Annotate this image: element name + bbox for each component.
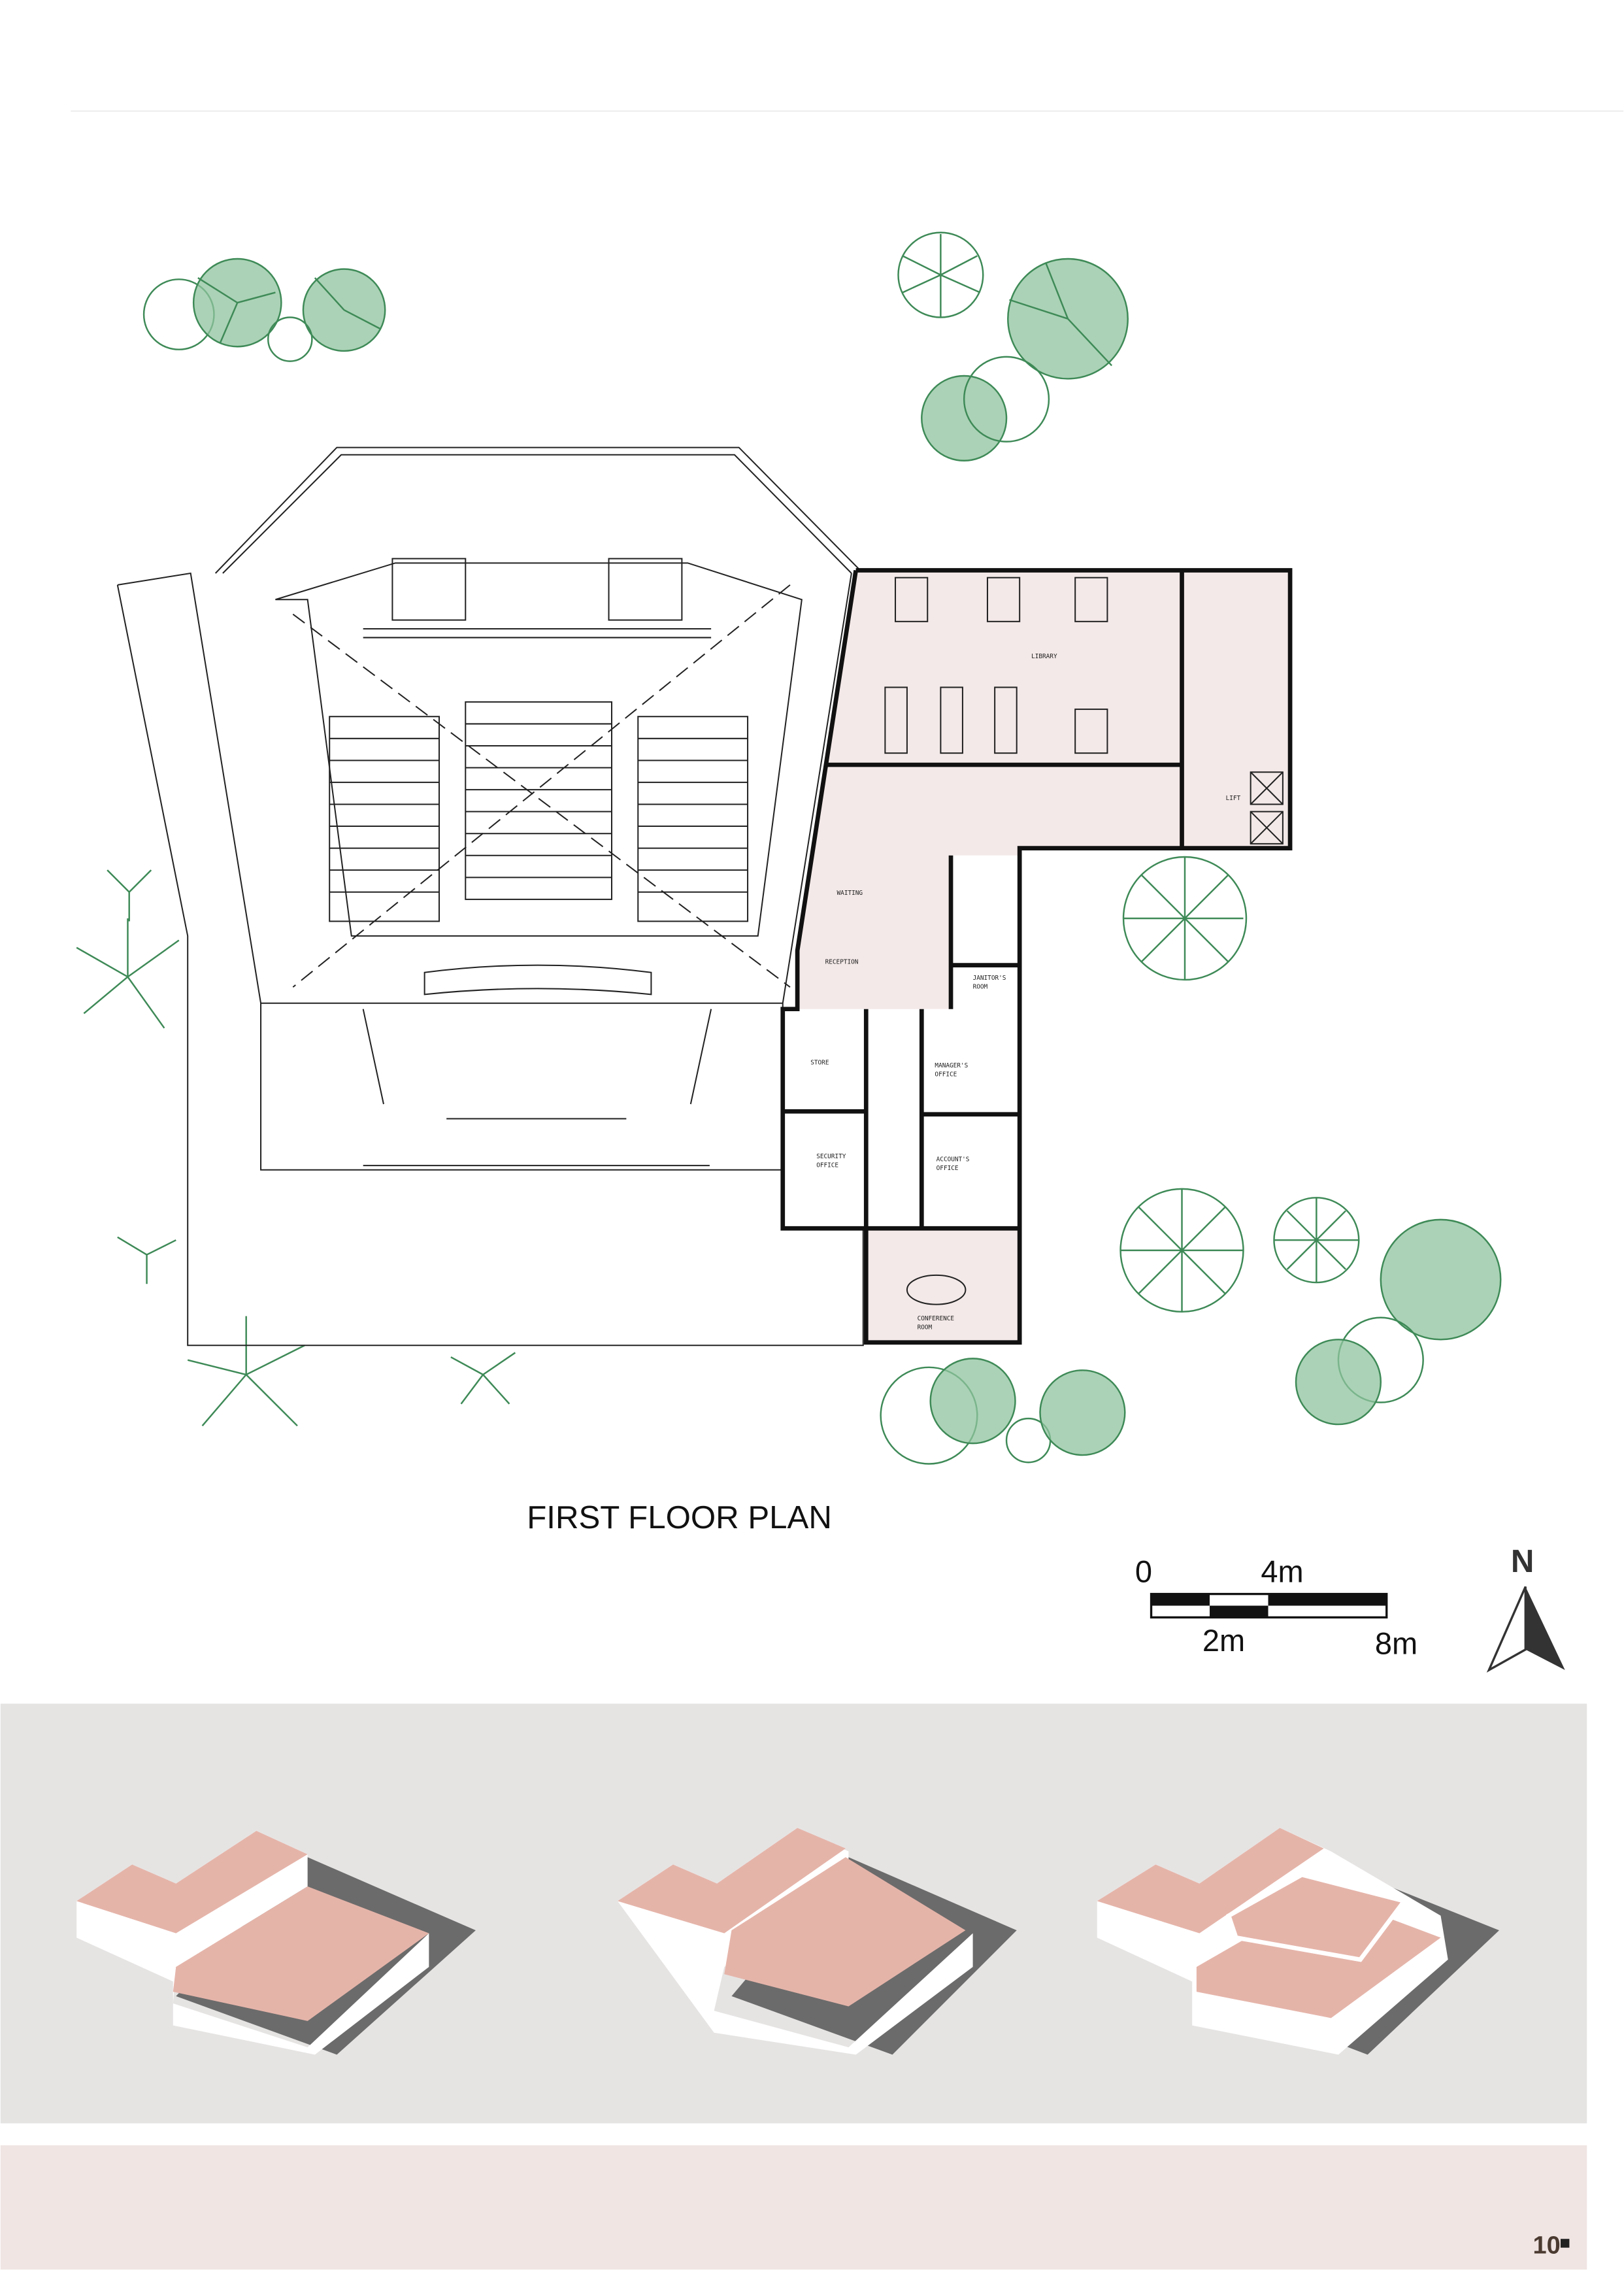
auditorium-plan xyxy=(116,446,864,1347)
tree-icon xyxy=(1119,1188,1360,1313)
room-label-janitor: JANITOR'S xyxy=(973,975,1006,982)
massing-diagrams xyxy=(76,1828,1500,2055)
room-label-manager-2: OFFICE xyxy=(935,1071,957,1079)
room-label-security-2: OFFICE xyxy=(816,1162,838,1169)
admin-wing-plan: LIBRARY LIFT WAITING RECEPTION JANITOR'S… xyxy=(780,568,1293,1345)
room-label-account-2: OFFICE xyxy=(936,1165,959,1172)
room-label-manager: MANAGER'S xyxy=(935,1062,968,1069)
seating-rows xyxy=(329,701,749,922)
trees xyxy=(76,231,1502,1465)
north-label: N xyxy=(1511,1543,1534,1579)
room-label-security: SECURITY xyxy=(816,1153,846,1160)
massing-option-3 xyxy=(1097,1828,1500,2055)
scale-bar: 0 4m 2m 8m xyxy=(1135,1554,1417,1661)
room-label-waiting: WAITING xyxy=(837,890,863,897)
room-label-reception: RECEPTION xyxy=(825,958,859,965)
page-marker xyxy=(1560,2239,1570,2248)
tree-icon xyxy=(76,869,516,1427)
room-label-library: LIBRARY xyxy=(1031,653,1057,660)
tree-icon xyxy=(880,1358,1126,1465)
page-number: 10 xyxy=(1533,2232,1560,2260)
north-arrow-icon: N xyxy=(1486,1543,1565,1673)
room-label-store: STORE xyxy=(810,1060,829,1067)
footer-band xyxy=(0,2145,1587,2270)
plan-title: FIRST FLOOR PLAN xyxy=(527,1499,832,1535)
massing-option-1 xyxy=(76,1831,476,2055)
scale-label-2m: 2m xyxy=(1202,1623,1245,1658)
scale-label-4m: 4m xyxy=(1261,1554,1303,1589)
tree-icon xyxy=(142,258,386,362)
room-label-account: ACCOUNT'S xyxy=(936,1156,970,1163)
room-label-conference-2: ROOM xyxy=(918,1324,933,1331)
room-label-janitor-2: ROOM xyxy=(973,983,988,990)
tree-icon xyxy=(1122,856,1248,981)
room-label-conference: CONFERENCE xyxy=(918,1315,955,1322)
tree-icon xyxy=(897,231,1129,461)
scale-label-8m: 8m xyxy=(1375,1626,1417,1660)
scale-label-0: 0 xyxy=(1135,1554,1152,1589)
room-label-lift: LIFT xyxy=(1226,795,1241,802)
massing-option-2 xyxy=(617,1828,1017,2055)
tree-icon xyxy=(1295,1218,1502,1426)
